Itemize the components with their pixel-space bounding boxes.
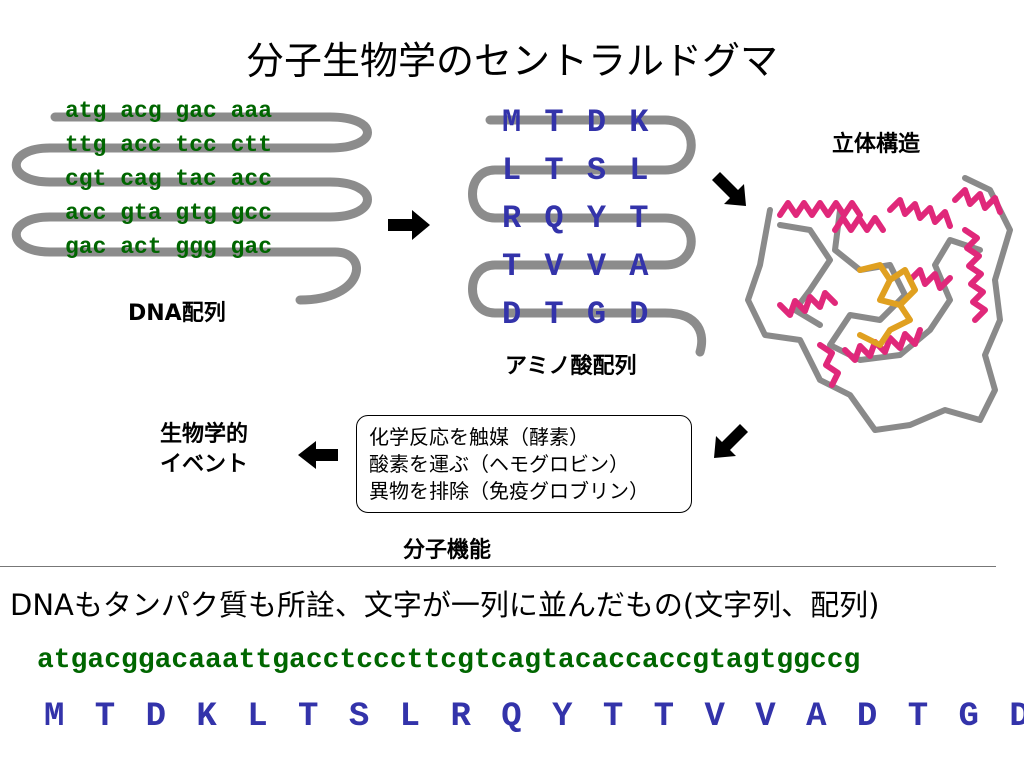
amino-acid-block: M T D K L T S L R Q Y T T V V A D T G D [502, 104, 650, 344]
arrow-down-left-icon [714, 424, 748, 458]
function-item: 異物を排除（免疫グロブリン） [369, 479, 649, 503]
amino-acid-line: T V V A [502, 248, 651, 285]
divider-line [0, 566, 996, 567]
amino-acid-line: D T G D [502, 296, 651, 333]
biological-event-label: 生物学的 イベント [160, 420, 248, 480]
arrow-right-icon [388, 210, 430, 240]
dna-sequence-string: atgacggacaaattgacctcccttcgtcagtacaccaccg… [37, 645, 861, 676]
molecular-function-label: 分子機能 [403, 538, 492, 563]
amino-acid-sequence-label: アミノ酸配列 [505, 354, 637, 379]
arrow-down-right-icon [712, 172, 746, 206]
protein-structure-image [745, 175, 1013, 433]
page-title: 分子生物学のセントラルドグマ [245, 39, 778, 83]
dna-backbone-illustration [11, 112, 372, 305]
function-item: 酸素を運ぶ（ヘモグロビン） [369, 452, 629, 476]
structure-label: 立体構造 [832, 132, 921, 157]
dna-sequence-label: DNA配列 [128, 301, 226, 326]
dna-line: ttg acc tcc ctt [65, 132, 273, 158]
dna-line: acc gta gtg gcc [65, 200, 273, 226]
function-item: 化学反応を触媒（酵素） [369, 425, 589, 449]
dna-codon-block: atg acg gac aaa ttg acc tcc ctt cgt cag … [65, 98, 272, 268]
dna-line: atg acg gac aaa [65, 98, 273, 124]
amino-acid-sequence-string: M T D K L T S L R Q Y T T V V A D T G D [44, 698, 1024, 736]
arrow-left-icon [298, 441, 338, 469]
biological-event-line: 生物学的 [160, 422, 249, 447]
molecular-function-box: 化学反応を触媒（酵素） 酸素を運ぶ（ヘモグロビン） 異物を排除（免疫グロブリン） [356, 415, 692, 513]
protein-backbone-illustration [468, 115, 707, 357]
amino-acid-line: M T D K [502, 104, 651, 141]
amino-acid-line: L T S L [502, 152, 651, 189]
dna-line: cgt cag tac acc [65, 166, 273, 192]
dna-line: gac act ggg gac [65, 234, 273, 260]
summary-text: DNAもタンパク質も所詮、文字が一列に並んだもの(文字列、配列) [10, 588, 880, 622]
amino-acid-line: R Q Y T [502, 200, 651, 237]
biological-event-line: イベント [160, 452, 249, 477]
